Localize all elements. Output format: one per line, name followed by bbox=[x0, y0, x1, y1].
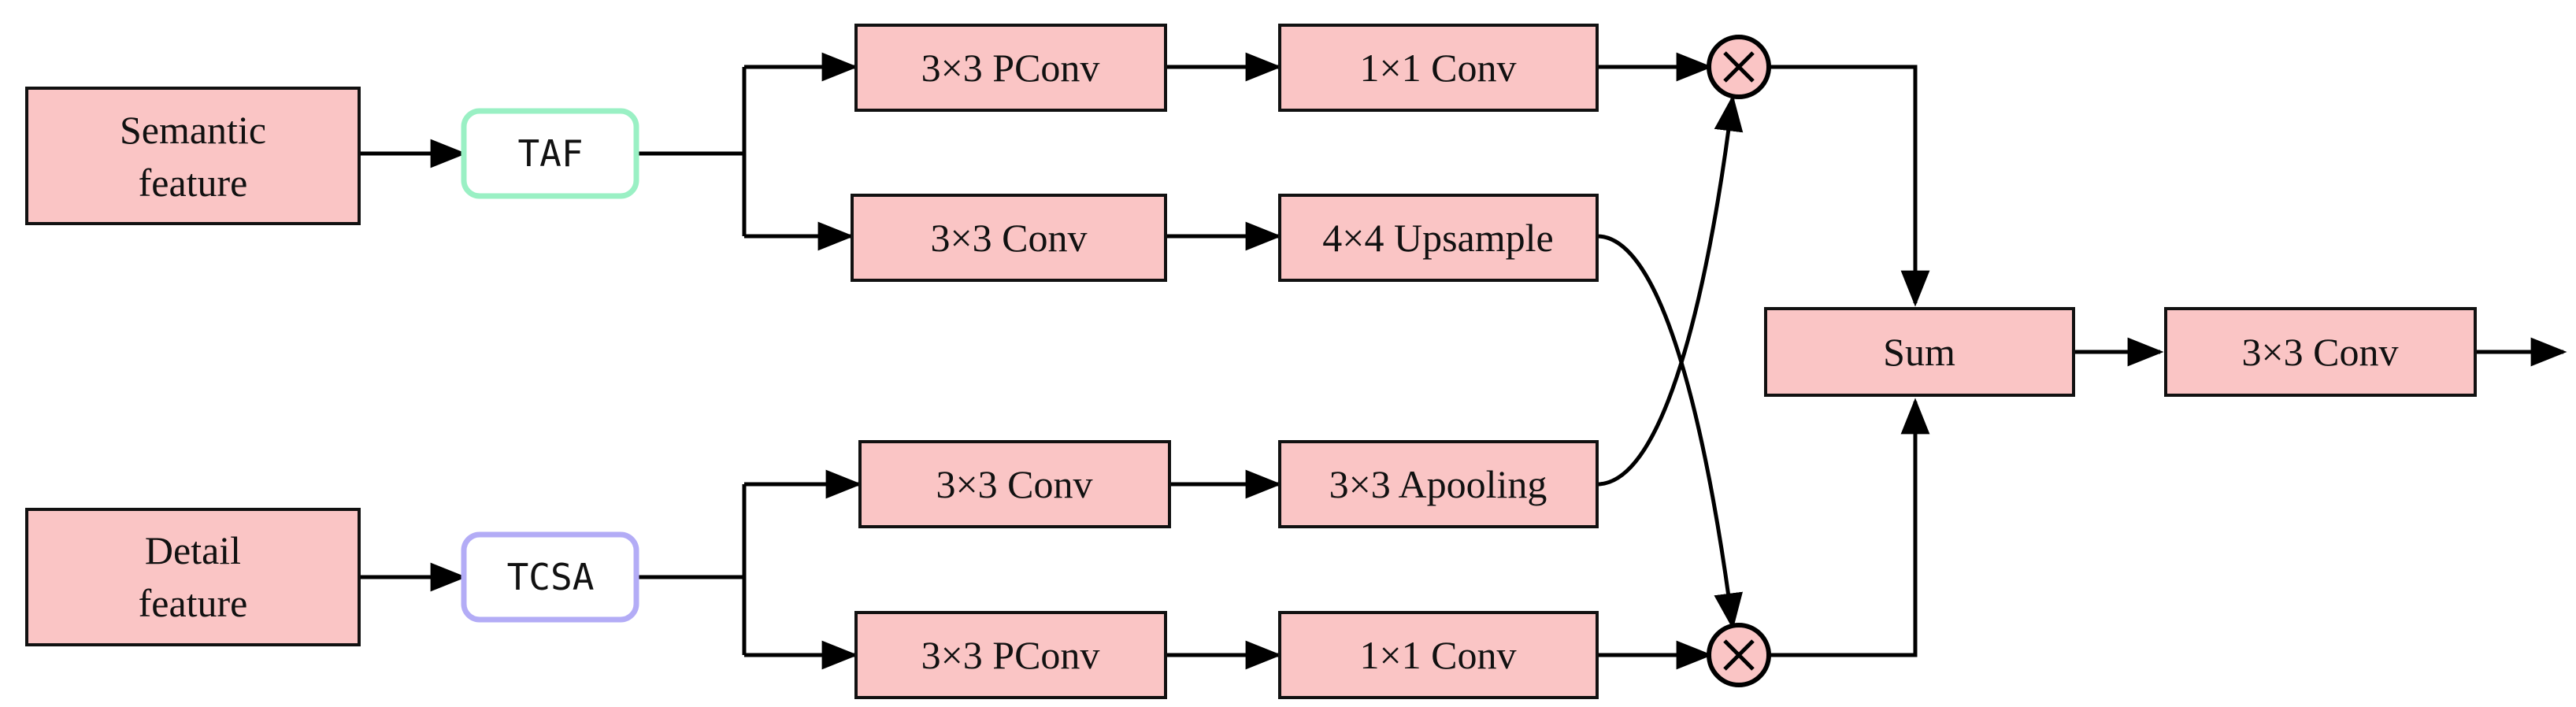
top-pconv-node: 3×3 PConv bbox=[854, 24, 1167, 112]
upsample-node: 4×4 Upsample bbox=[1278, 194, 1599, 282]
sum-label: Sum bbox=[1883, 330, 1955, 374]
multiply-icon bbox=[1707, 35, 1771, 99]
detail-feature-label-line1: Detail bbox=[145, 528, 241, 572]
top-pconv-label: 3×3 PConv bbox=[921, 46, 1100, 90]
edge-mult-bottom-sum bbox=[1768, 398, 1930, 657]
bottom-conv3x3-label: 3×3 Conv bbox=[936, 462, 1092, 506]
multiply-icon bbox=[1707, 623, 1771, 687]
edge-upsample-mult-bottom bbox=[1596, 234, 1743, 630]
taf-label: TAF bbox=[517, 132, 583, 175]
sum-node: Sum bbox=[1764, 307, 2075, 397]
apooling-node: 3×3 Apooling bbox=[1278, 440, 1599, 528]
bottom-conv3x3-node: 3×3 Conv bbox=[858, 440, 1171, 528]
top-conv3x3-label: 3×3 Conv bbox=[930, 216, 1087, 260]
detail-feature-node: Detail feature bbox=[25, 508, 361, 646]
semantic-feature-label-line1: Semantic bbox=[120, 108, 266, 152]
taf-module: TAF bbox=[461, 108, 639, 199]
tcsa-module: TCSA bbox=[461, 531, 639, 623]
bottom-pconv-label: 3×3 PConv bbox=[921, 633, 1100, 677]
top-conv1x1-node: 1×1 Conv bbox=[1278, 24, 1599, 112]
edge-apooling-mult-top bbox=[1596, 94, 1744, 487]
detail-feature-label-line2: feature bbox=[139, 581, 248, 625]
upsample-label: 4×4 Upsample bbox=[1322, 216, 1553, 260]
bottom-conv1x1-node: 1×1 Conv bbox=[1278, 611, 1599, 699]
connectors bbox=[359, 52, 2567, 670]
bottom-pconv-node: 3×3 PConv bbox=[854, 611, 1167, 699]
edge-mult-top-sum bbox=[1768, 65, 1930, 307]
bottom-conv1x1-label: 1×1 Conv bbox=[1359, 633, 1516, 677]
semantic-feature-node: Semantic feature bbox=[25, 87, 361, 225]
output-conv-label: 3×3 Conv bbox=[2241, 330, 2398, 374]
top-conv3x3-node: 3×3 Conv bbox=[851, 194, 1167, 282]
top-conv1x1-label: 1×1 Conv bbox=[1359, 46, 1516, 90]
semantic-feature-label-line2: feature bbox=[139, 161, 248, 205]
output-conv-node: 3×3 Conv bbox=[2164, 307, 2477, 397]
apooling-label: 3×3 Apooling bbox=[1329, 462, 1547, 506]
tcsa-label: TCSA bbox=[507, 556, 595, 598]
